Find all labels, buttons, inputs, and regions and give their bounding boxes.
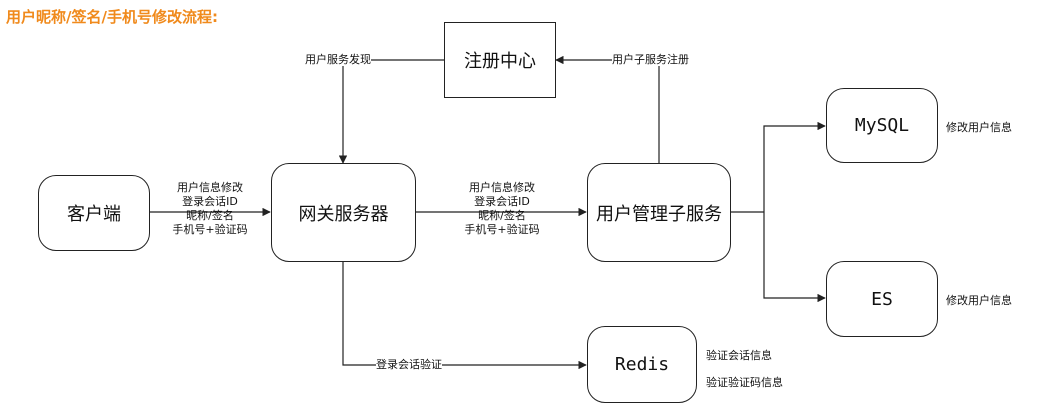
mysql-node: MySQL	[826, 88, 938, 163]
mysql-label: MySQL	[854, 115, 910, 136]
es-note: 修改用户信息	[946, 294, 1012, 307]
gateway-node: 网关服务器	[271, 163, 416, 262]
redis-note-session: 验证会话信息	[706, 349, 772, 362]
edge-register	[555, 55, 660, 163]
client-gateway-line-1: 用户信息修改	[177, 181, 243, 194]
client-label: 客户端	[67, 204, 121, 225]
gateway-service-label-group: 用户信息修改 登录会话ID 昵称/签名 手机号+验证码	[456, 181, 548, 237]
register-label: 用户子服务注册	[612, 53, 689, 66]
registry-node: 注册中心	[444, 22, 556, 98]
gateway-service-line-4: 手机号+验证码	[464, 223, 540, 236]
redis-note-code: 验证验证码信息	[706, 376, 783, 389]
session-verify-label: 登录会话验证	[376, 358, 442, 371]
client-gateway-line-2: 登录会话ID	[182, 195, 238, 208]
mysql-note: 修改用户信息	[946, 121, 1012, 134]
redis-node: Redis	[587, 326, 697, 403]
diagram-title: 用户昵称/签名/手机号修改流程:	[6, 8, 218, 26]
edge-service-mysql	[763, 121, 826, 212]
user-service-node: 用户管理子服务	[587, 163, 731, 262]
edge-service-es	[763, 212, 826, 303]
gateway-service-line-1: 用户信息修改	[469, 181, 535, 194]
es-node: ES	[826, 261, 938, 337]
client-gateway-line-4: 手机号+验证码	[172, 223, 248, 236]
client-gateway-label-group: 用户信息修改 登录会话ID 昵称/签名 手机号+验证码	[164, 181, 256, 237]
gateway-service-line-3: 昵称/签名	[478, 209, 526, 222]
edge-discovery	[338, 59, 444, 164]
registry-label: 注册中心	[464, 51, 536, 72]
gateway-service-line-2: 登录会话ID	[474, 195, 530, 208]
client-gateway-line-3: 昵称/签名	[186, 209, 234, 222]
redis-label: Redis	[614, 354, 670, 375]
discovery-label: 用户服务发现	[305, 53, 371, 66]
user-service-label: 用户管理子服务	[596, 203, 722, 225]
es-label: ES	[871, 288, 893, 310]
edge-gateway-redis	[342, 262, 587, 370]
gateway-label: 网关服务器	[298, 203, 389, 225]
client-node: 客户端	[38, 175, 150, 251]
